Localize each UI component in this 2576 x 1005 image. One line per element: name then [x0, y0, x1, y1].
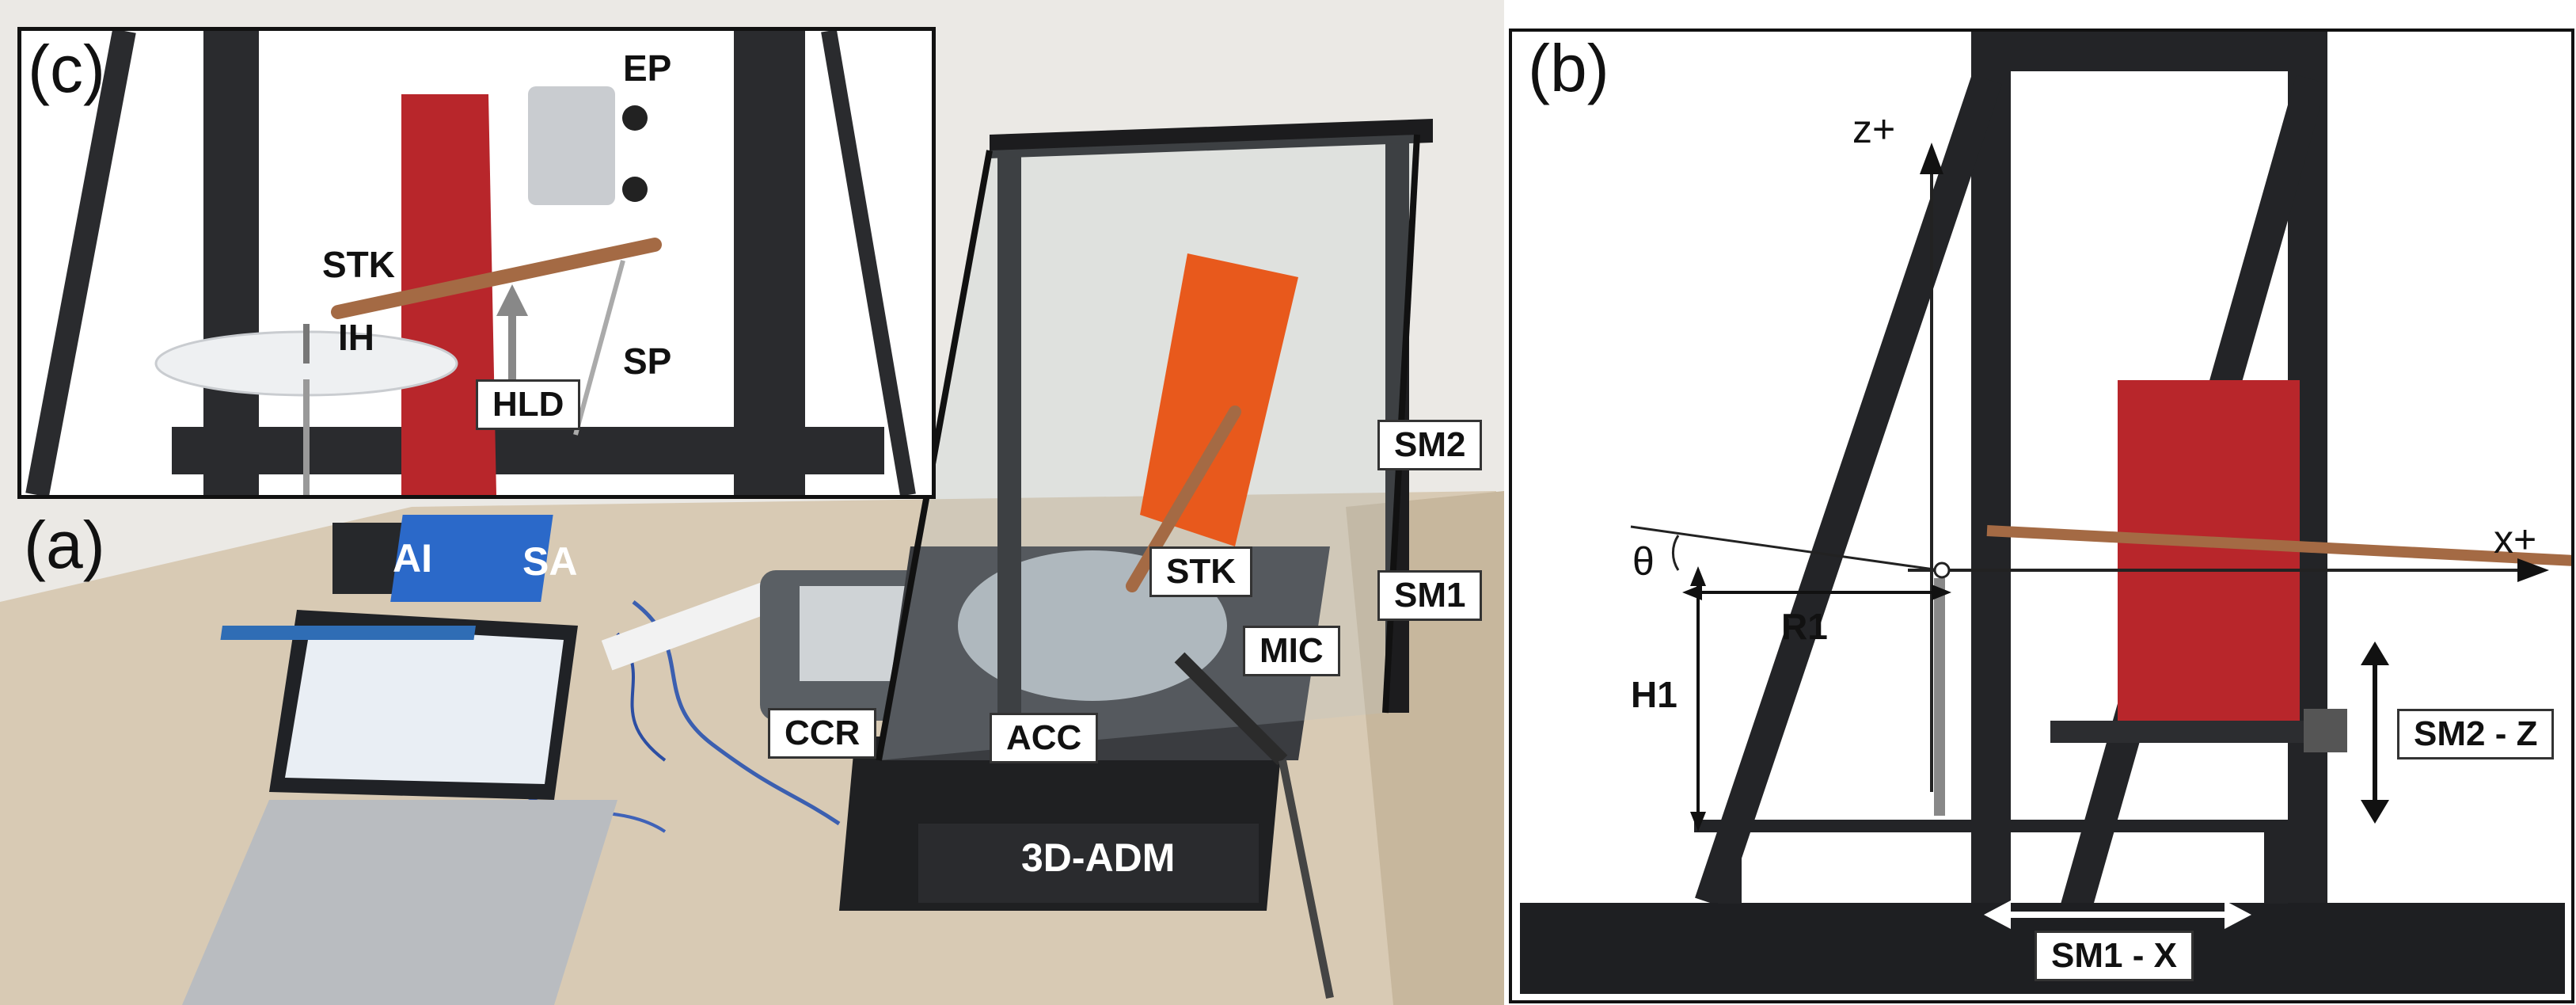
ai-label: AI [393, 536, 432, 581]
panel-label-a: (a) [24, 508, 105, 582]
stk-label-c: STK [322, 244, 395, 285]
panel-label-b: (b) [1528, 31, 1609, 105]
sm2-tag: SM2 [1377, 420, 1483, 470]
sp-label: SP [623, 341, 672, 382]
sm2z-tag: SM2 - Z [2397, 709, 2555, 759]
sm1x-tag: SM1 - X [2035, 931, 2194, 981]
hld-tag: HLD [476, 379, 581, 430]
adm-label: 3D-ADM [1021, 836, 1176, 880]
mic-tag: MIC [1243, 626, 1340, 676]
panel-label-c: (c) [28, 32, 105, 106]
panel-b-schematic: (b) z+ x+ θ R1 H1 SM2 - Z SM1 - X [1509, 29, 2574, 1003]
h1-label: H1 [1631, 674, 1677, 715]
r1-label: R1 [1781, 606, 1828, 647]
theta-label: θ [1632, 539, 1655, 584]
z-axis-label: z+ [1852, 107, 1896, 151]
x-axis-label: x+ [2494, 517, 2537, 562]
schematic-illustration-b [1512, 32, 2571, 1000]
sm1-tag: SM1 [1377, 570, 1483, 621]
ep-label: EP [623, 48, 672, 89]
ccr-tag: CCR [768, 708, 877, 759]
ih-label: IH [338, 317, 374, 358]
stk-tag-a: STK [1149, 546, 1252, 597]
panel-c-render: (c) EP STK IH SP HLD [17, 27, 936, 499]
acc-tag: ACC [990, 713, 1099, 763]
sa-label: SA [522, 539, 578, 584]
